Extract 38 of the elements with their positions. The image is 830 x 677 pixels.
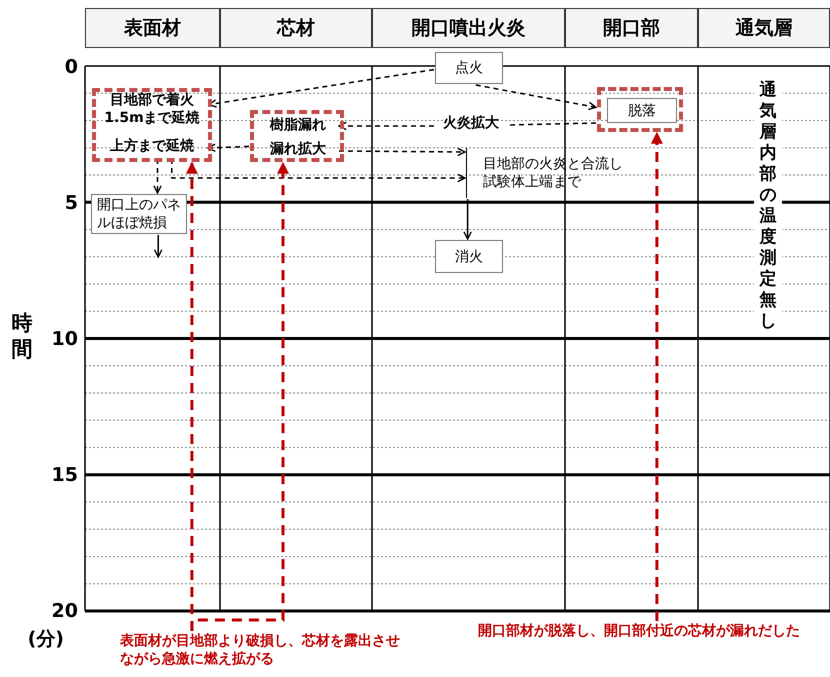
event-text: 目地部で着火1.5mまで延焼 bbox=[96, 92, 208, 134]
event-box: 脱落 bbox=[607, 98, 677, 123]
axis-unit: (分) bbox=[26, 627, 64, 652]
dashed-arrow bbox=[650, 132, 663, 621]
axis-tick-label: 0 bbox=[64, 56, 78, 80]
axis-title: 時間 bbox=[10, 310, 34, 362]
dashed-arrow bbox=[339, 148, 466, 156]
axis-tick-label: 15 bbox=[50, 464, 78, 488]
event-box: 開口上のパネルほぼ焼損 bbox=[91, 194, 187, 234]
column-header: 通気層 bbox=[698, 8, 830, 48]
arrow bbox=[463, 199, 472, 240]
column-header: 芯材 bbox=[220, 8, 372, 48]
event-text: 漏れ拡大 bbox=[258, 141, 338, 161]
dashed-arrow bbox=[171, 159, 466, 182]
dashed-arrow bbox=[153, 159, 162, 194]
dashed-arrow bbox=[338, 122, 434, 130]
axis-tick-label: 5 bbox=[64, 192, 78, 216]
event-text: 上方まで延焼 bbox=[97, 138, 207, 158]
column-header: 開口部 bbox=[565, 8, 698, 48]
dashed-highlight-box bbox=[597, 87, 683, 132]
dashed-arrow bbox=[190, 162, 289, 631]
arrow bbox=[154, 235, 162, 258]
event-text: 樹脂漏れ bbox=[258, 117, 338, 137]
dashed-arrow bbox=[207, 143, 250, 152]
event-box: 消火 bbox=[435, 240, 503, 273]
axis-tick-label: 10 bbox=[50, 328, 78, 352]
connector-line bbox=[508, 122, 596, 126]
note-text: 通気層内部の温度測定無し bbox=[754, 80, 782, 332]
dashed-arrow bbox=[476, 84, 597, 110]
event-text: 火炎拡大 bbox=[435, 115, 507, 135]
column-header: 表面材 bbox=[85, 8, 220, 48]
axis-tick-label: 20 bbox=[50, 600, 78, 624]
caption-text: 表面材が目地部より破損し、芯材を露出させながら急激に燃え拡がる bbox=[120, 632, 410, 672]
event-box: 点火 bbox=[435, 52, 503, 84]
dashed-highlight-box bbox=[250, 110, 344, 162]
column-header: 開口噴出火炎 bbox=[372, 8, 565, 48]
dashed-highlight-box bbox=[92, 88, 212, 162]
caption-text: 開口部材が脱落し、開口部付近の芯材が漏れだした bbox=[478, 622, 828, 662]
